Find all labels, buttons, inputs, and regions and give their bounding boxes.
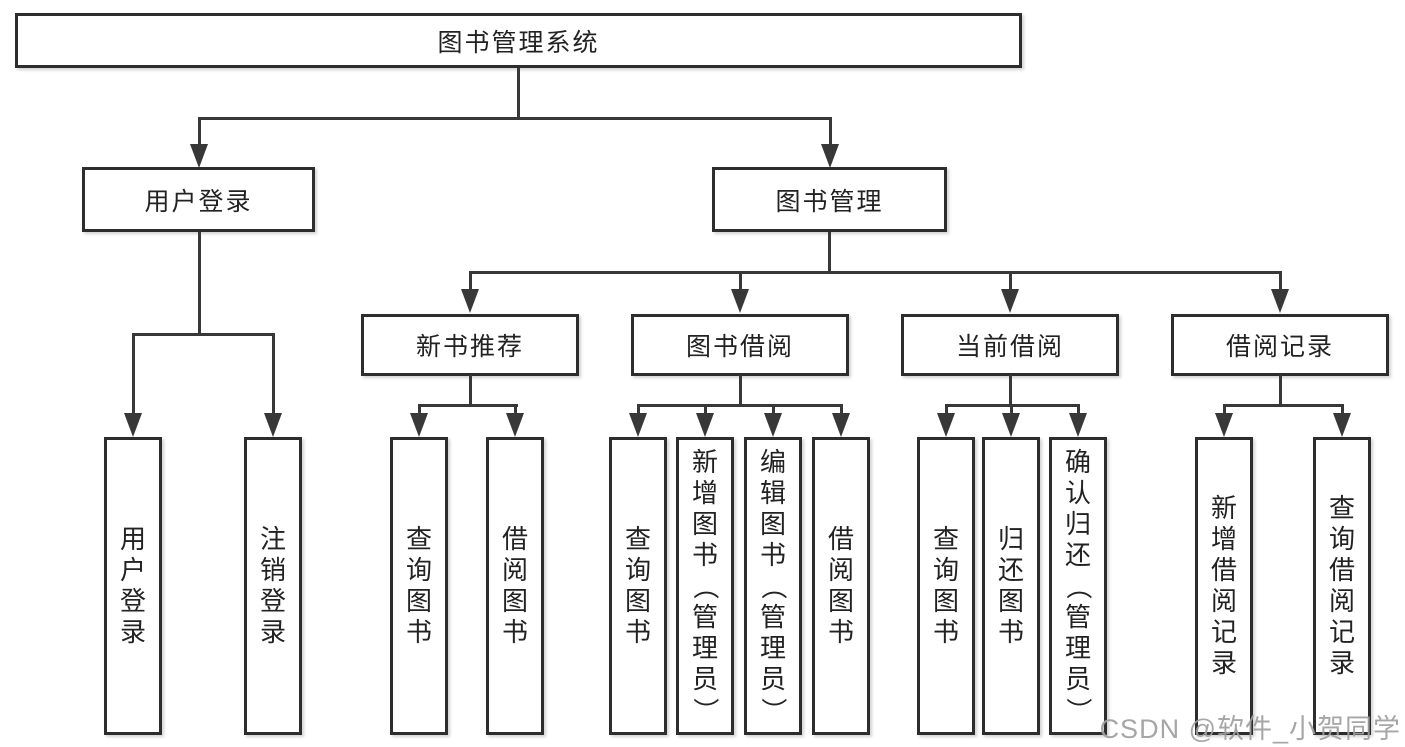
node-root-label: 图书管理系统 [437,28,600,57]
node-current-borrow: 当前借阅 [901,314,1119,376]
arrow-down-icon [190,144,208,168]
node-user-login: 用户登录 [82,167,315,232]
connector-down [1009,375,1012,406]
node-leaf-borrow-books-rec: 借阅图书 [486,437,544,735]
leaf-label: 新增借阅记录 [1210,493,1237,678]
node-borrow-records: 借阅记录 [1171,314,1389,376]
node-leaf-query-borrow-record: 查询借阅记录 [1313,437,1371,735]
arrow-down-icon [410,413,428,437]
connector-stub [637,404,640,417]
leaf-label: 查询图书 [624,524,651,647]
leaf-label: 确认归还（管理员） [1063,446,1094,724]
arrow-down-icon [124,413,142,437]
watermark: CSDN @软件_小贺同学 [1099,714,1401,744]
connector-stub [469,271,472,293]
leaf-label: 借阅图书 [501,524,528,647]
node-root-library-system: 图书管理系统 [15,13,1022,68]
arrow-down-icon [506,413,524,437]
node-new-book-recommend-label: 新书推荐 [415,333,524,361]
connector-stub [1279,271,1282,293]
connector-stub [704,404,707,417]
connector-branch [637,404,843,407]
connector-down [739,375,742,406]
arrow-down-icon [1069,413,1087,437]
node-leaf-add-book-admin: 新增图书（管理员） [676,437,734,735]
leaf-label: 查询借阅记录 [1328,493,1355,678]
leaf-label: 用户登录 [119,524,146,647]
node-current-borrow-label: 当前借阅 [955,333,1064,361]
arrow-down-icon [1001,289,1019,313]
leaf-label: 查询图书 [932,524,959,647]
connector-stub [772,404,775,417]
connector-stub [514,404,517,417]
node-book-borrow: 图书借阅 [631,314,849,376]
arrow-down-icon [821,144,839,168]
connector-stub [1009,271,1012,293]
node-book-borrow-label: 图书借阅 [685,333,794,361]
node-leaf-logout: 注销登录 [244,437,302,735]
arrow-down-icon [1271,289,1289,313]
connector-stub [739,271,742,293]
leaf-label: 注销登录 [259,524,286,647]
arrow-down-icon [629,413,647,437]
node-book-management: 图书管理 [712,167,947,232]
arrow-down-icon [764,413,782,437]
connector-stub [272,333,275,417]
connector-stub [840,404,843,417]
arrow-down-icon [264,413,282,437]
leaf-label: 新增图书（管理员） [690,446,721,724]
arrow-down-icon [1333,413,1351,437]
arrow-down-icon [1215,413,1233,437]
connector-branch [418,404,518,407]
node-borrow-records-label: 借阅记录 [1225,333,1334,361]
connector-bookmgmt-branch [469,271,1282,274]
connector-stub [829,117,832,148]
connector-stub [132,333,135,417]
node-leaf-borrow-books: 借阅图书 [812,437,870,735]
arrow-down-icon [937,413,955,437]
arrow-down-icon [696,413,714,437]
connector-stub [418,404,421,417]
node-leaf-edit-book-admin: 编辑图书（管理员） [744,437,802,735]
connector-userlogin-down [198,232,201,335]
connector-userlogin-branch [132,333,275,336]
node-book-management-label: 图书管理 [775,187,884,216]
node-leaf-confirm-return-admin: 确认归还（管理员） [1049,437,1107,735]
leaf-label: 编辑图书（管理员） [758,446,789,724]
connector-root-branch [198,117,832,120]
connector-stub [198,117,201,148]
node-user-login-label: 用户登录 [144,187,253,216]
connector-stub [945,404,948,417]
node-leaf-return-book: 归还图书 [982,437,1040,735]
node-leaf-add-borrow-record: 新增借阅记录 [1195,437,1253,735]
connector-down [469,375,472,406]
node-leaf-query-books-rec: 查询图书 [390,437,448,735]
node-new-book-recommend: 新书推荐 [361,314,579,376]
connector-bookmgmt-down [828,232,831,273]
arrow-down-icon [1002,413,1020,437]
connector-down [1279,375,1282,406]
node-leaf-user-login: 用户登录 [104,437,162,735]
connector-stub [1077,404,1080,417]
node-leaf-query-books-current: 查询图书 [917,437,975,735]
connector-branch [1223,404,1344,407]
node-leaf-query-books-borrow: 查询图书 [609,437,667,735]
arrow-down-icon [832,413,850,437]
connector-stub [1223,404,1226,417]
leaf-label: 归还图书 [997,524,1024,647]
connector-stub [1010,404,1013,417]
leaf-label: 查询图书 [405,524,432,647]
connector-stub [1341,404,1344,417]
arrow-down-icon [461,289,479,313]
connector-root-down [517,68,520,118]
arrow-down-icon [731,289,749,313]
leaf-label: 借阅图书 [827,524,854,647]
